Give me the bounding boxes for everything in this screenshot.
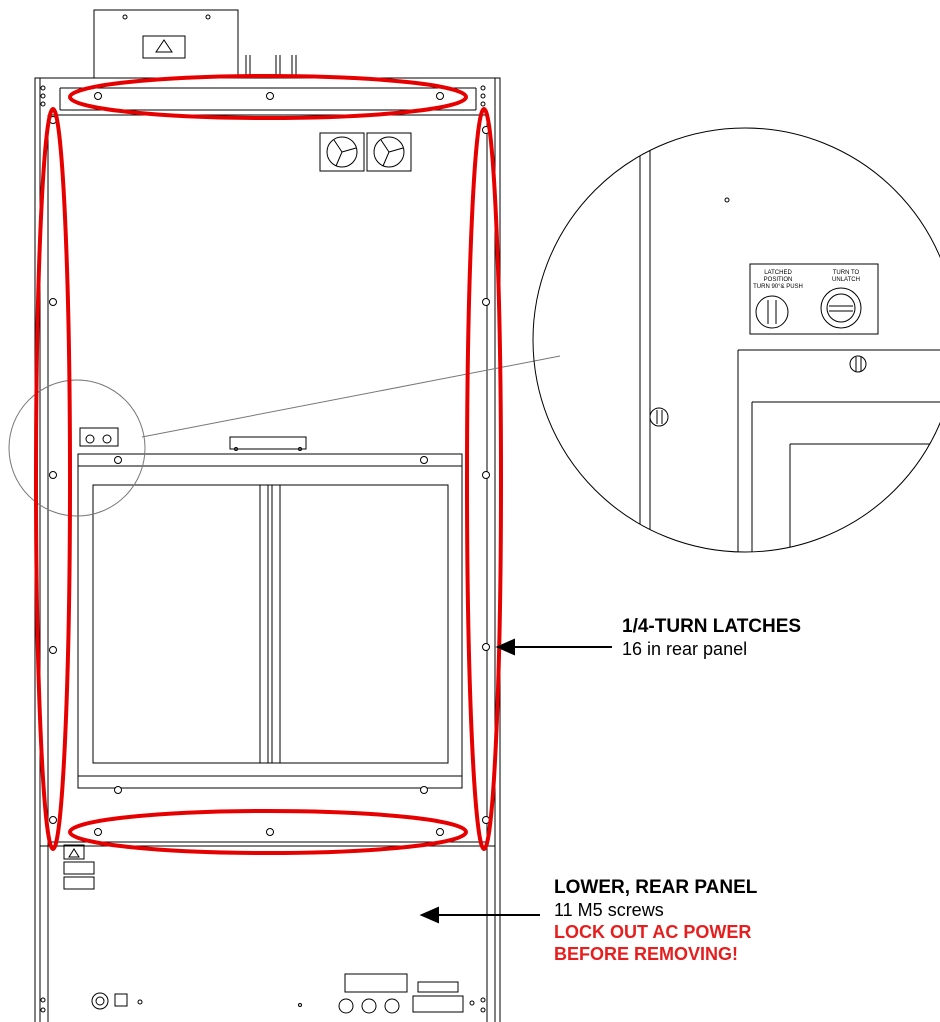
- panel-callout-title: LOWER, REAR PANEL: [554, 877, 758, 898]
- panel-callout: LOWER, REAR PANEL 11 M5 screws LOCK OUT …: [554, 877, 757, 965]
- screw-icon: [49, 92, 490, 836]
- unlatch-label-1: TURN TO: [833, 270, 860, 276]
- access-window: [77, 453, 463, 789]
- panel-warning-line-1: LOCK OUT AC POWER: [554, 922, 752, 942]
- unlatch-label-2: UNLATCH: [832, 277, 860, 283]
- latched-label-2: POSITION: [764, 277, 793, 283]
- top-electrical-box: [93, 9, 297, 79]
- zoom-detail: LATCHED POSITION TURN 90°& PUSH TURN TO …: [532, 127, 940, 553]
- latch-callout-title: 1/4-TURN LATCHES: [622, 616, 802, 637]
- latched-label-1: LATCHED: [764, 270, 792, 276]
- panel-callout-detail: 11 M5 screws: [554, 900, 664, 920]
- latch-callout: 1/4-TURN LATCHES 16 in rear panel: [622, 616, 801, 660]
- latch-icon: [79, 427, 119, 447]
- lower-panel-details: [63, 844, 475, 1014]
- highlight-ellipses: [34, 74, 503, 855]
- fan-icon: [319, 132, 412, 172]
- magnifier-small-circle: [8, 355, 561, 517]
- panel-warning-line-2: BEFORE REMOVING!: [554, 944, 739, 964]
- latched-label-3: TURN 90°& PUSH: [753, 284, 803, 290]
- arrow-icon: [419, 638, 612, 924]
- panel-handle: [229, 436, 307, 451]
- latch-callout-detail: 16 in rear panel: [622, 639, 748, 659]
